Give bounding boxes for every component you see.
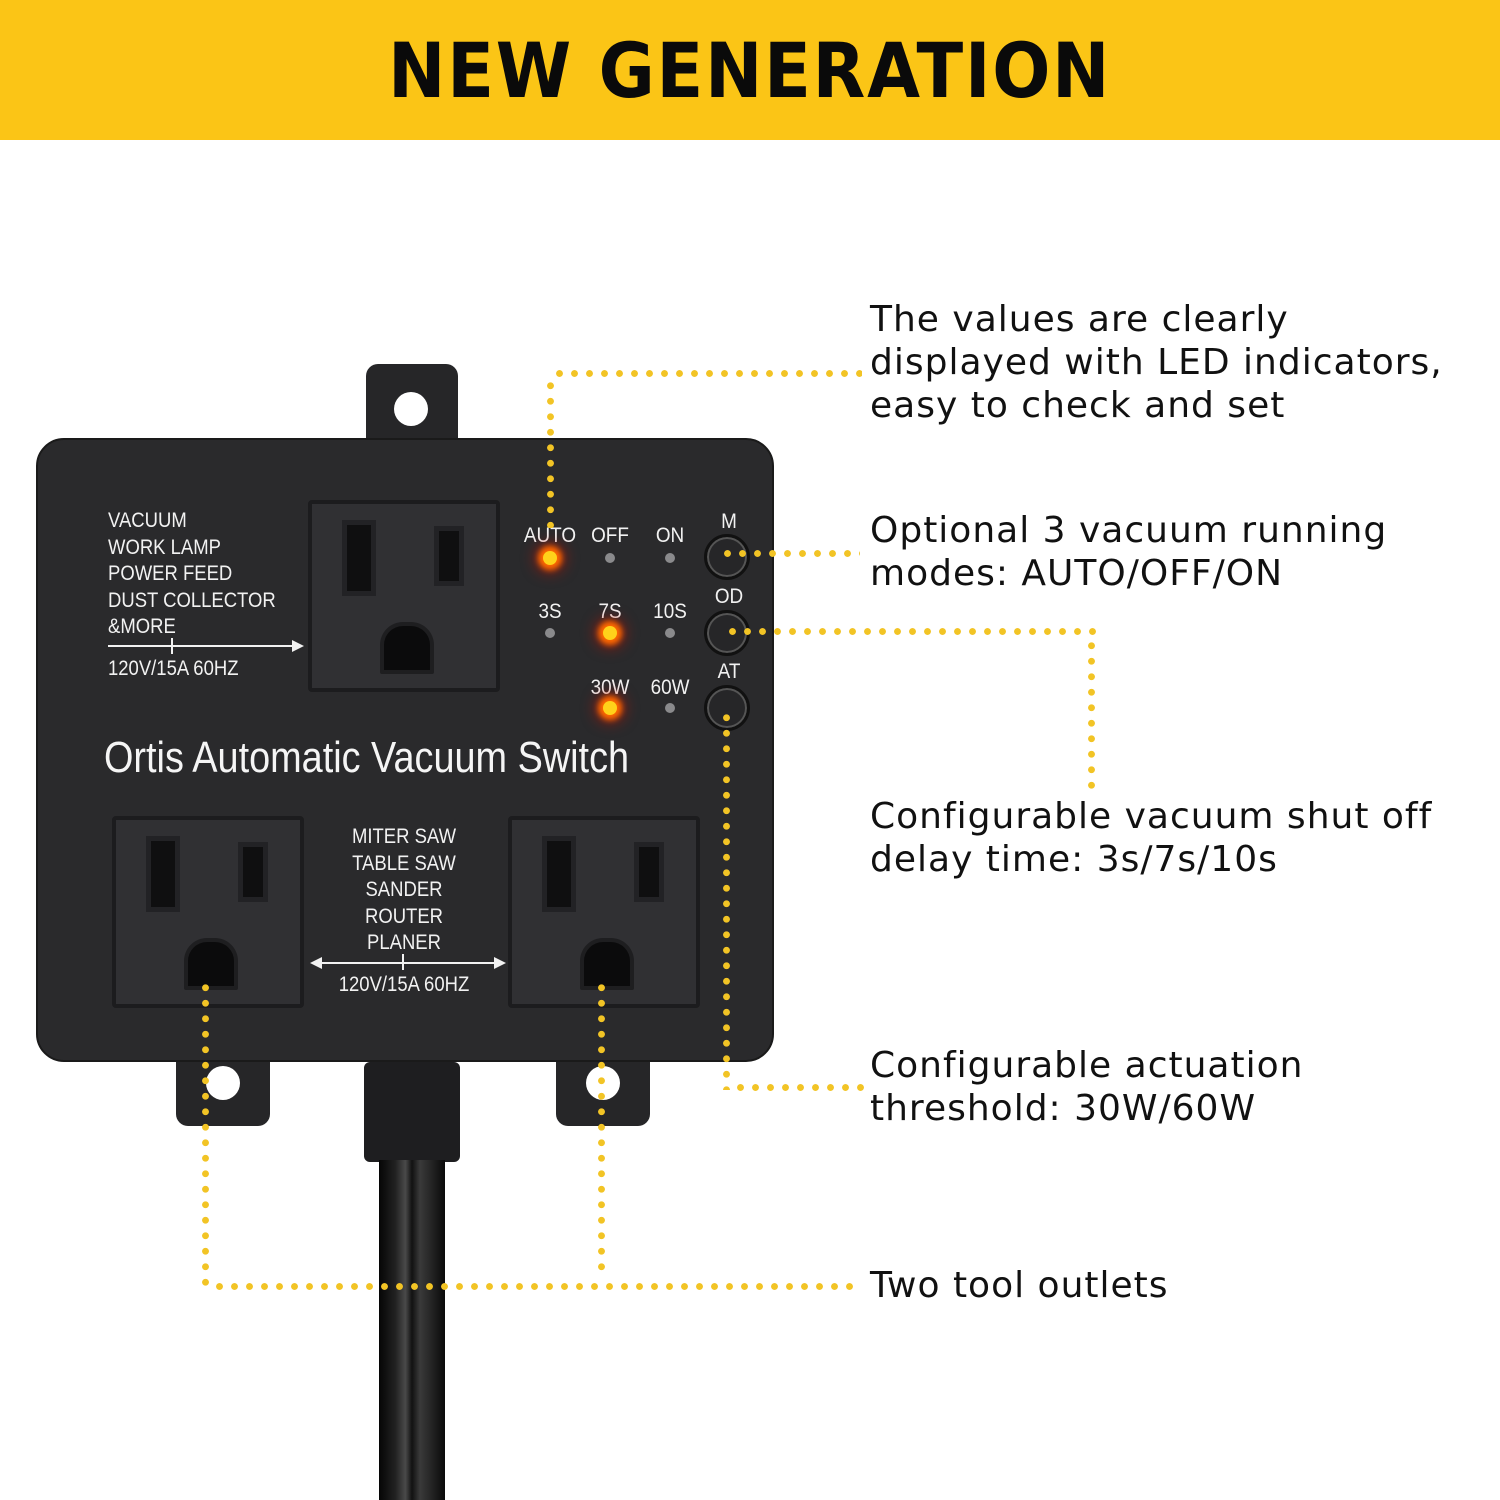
mount-hole xyxy=(206,1066,240,1100)
cable-strain-relief xyxy=(364,1062,460,1162)
leader-outlets-horizontal xyxy=(212,1283,860,1290)
arrow-head-icon xyxy=(292,640,304,652)
leader-delay-horizontal xyxy=(725,628,1097,635)
callout-tool-outlets: Two tool outlets xyxy=(870,1264,1169,1307)
led-3s-indicator xyxy=(545,628,555,638)
callout-actuation-threshold: Configurable actuation threshold: 30W/60… xyxy=(870,1044,1303,1130)
vacuum-outlet[interactable] xyxy=(308,500,500,692)
label-sander: SANDER xyxy=(365,878,443,901)
label-power-feed: POWER FEED xyxy=(108,562,233,585)
callout-line: delay time: 3s/7s/10s xyxy=(870,839,1278,880)
callout-shutoff-delay: Configurable vacuum shut off delay time:… xyxy=(870,795,1432,881)
outlet-slot-hot xyxy=(434,526,464,586)
product-brand-title: Ortis Automatic Vacuum Switch xyxy=(104,733,630,782)
callout-line: Configurable actuation xyxy=(870,1045,1304,1086)
outlet-slot-hot xyxy=(634,842,664,902)
leader-mode-horizontal xyxy=(720,550,860,557)
mode-button-m[interactable] xyxy=(704,534,750,580)
label-work-lamp: WORK LAMP xyxy=(108,535,221,559)
arrow-tick xyxy=(171,638,173,654)
actuation-threshold-button-at[interactable] xyxy=(704,685,750,731)
vacuum-outlet-labels: VACUUM WORK LAMP POWER FEED DUST COLLECT… xyxy=(108,508,276,641)
tool-outlet-labels: MITER SAW TABLE SAW SANDER ROUTER PLANER xyxy=(316,824,492,957)
led-label-7s: 7S xyxy=(598,600,622,623)
outlet-slot-hot xyxy=(238,842,268,902)
mount-hole xyxy=(394,392,428,426)
arrow-head-right-icon xyxy=(494,957,506,969)
led-on-indicator xyxy=(665,553,675,563)
arrow-head-left-icon xyxy=(310,957,322,969)
led-off-indicator xyxy=(605,553,615,563)
callout-line: Optional 3 vacuum running xyxy=(870,510,1388,551)
leader-led-vertical xyxy=(547,378,554,528)
label-vacuum: VACUUM xyxy=(108,509,187,532)
outlet-slot-neutral xyxy=(146,836,180,912)
led-60w-indicator xyxy=(665,703,675,713)
callout-running-modes: Optional 3 vacuum running modes: AUTO/OF… xyxy=(870,509,1387,595)
callout-line: The values are clearly xyxy=(870,299,1289,340)
leader-outlet-left-vertical xyxy=(202,980,209,1286)
led-10s-indicator xyxy=(665,628,675,638)
vacuum-switch-device: VACUUM WORK LAMP POWER FEED DUST COLLECT… xyxy=(36,438,774,1062)
callout-line: Two tool outlets xyxy=(870,1265,1169,1306)
tool-outlet-rating: 120V/15A 60HZ xyxy=(338,973,470,996)
callout-line: easy to check and set xyxy=(870,385,1286,426)
button-label-at: AT xyxy=(717,660,741,683)
leader-led-horizontal xyxy=(552,370,862,377)
button-label-od: OD xyxy=(714,585,744,608)
header-banner: NEW GENERATION xyxy=(0,0,1500,140)
led-auto-indicator xyxy=(543,551,557,565)
led-label-off: OFF xyxy=(591,524,629,547)
callout-led-indicators: The values are clearly displayed with LE… xyxy=(870,298,1443,427)
led-label-3s: 3S xyxy=(538,600,562,623)
leader-delay-vertical xyxy=(1088,638,1095,794)
label-planer: PLANER xyxy=(367,931,441,954)
vacuum-outlet-rating: 120V/15A 60HZ xyxy=(108,657,239,680)
callout-line: displayed with LED indicators, xyxy=(870,342,1443,383)
outlet-ground-hole xyxy=(380,622,434,674)
led-label-auto: AUTO xyxy=(523,524,577,547)
callout-line: Configurable vacuum shut off xyxy=(870,796,1433,837)
label-router: ROUTER xyxy=(364,904,444,928)
outlet-ground-hole xyxy=(580,938,634,990)
outlet-slot-neutral xyxy=(542,836,576,912)
led-label-60w: 60W xyxy=(650,676,690,699)
power-cable xyxy=(379,1160,445,1500)
led-label-10s: 10S xyxy=(653,600,687,623)
led-30w-indicator xyxy=(603,701,617,715)
label-more: &MORE xyxy=(108,615,176,638)
outlet-slot-neutral xyxy=(342,520,376,596)
led-label-on: ON xyxy=(655,524,685,547)
led-7s-indicator xyxy=(603,626,617,640)
outlet-ground-hole xyxy=(184,938,238,990)
led-label-30w: 30W xyxy=(590,676,630,699)
tool-outlet-left[interactable] xyxy=(112,816,304,1008)
button-label-m: M xyxy=(721,510,737,533)
callout-line: modes: AUTO/OFF/ON xyxy=(870,553,1283,594)
callout-line: threshold: 30W/60W xyxy=(870,1088,1257,1129)
leader-threshold-vertical xyxy=(723,710,730,1090)
label-dust-collector: DUST COLLECTOR xyxy=(108,588,276,612)
double-arrow-tool-outlets xyxy=(322,962,496,964)
arrow-tick xyxy=(402,954,404,970)
leader-threshold-horizontal xyxy=(733,1084,868,1091)
arrow-to-vacuum-outlet xyxy=(108,645,294,647)
label-miter-saw: MITER SAW xyxy=(351,825,457,848)
label-table-saw: TABLE SAW xyxy=(352,851,456,875)
leader-outlet-right-vertical xyxy=(598,980,605,1276)
banner-title: NEW GENERATION xyxy=(388,25,1112,115)
